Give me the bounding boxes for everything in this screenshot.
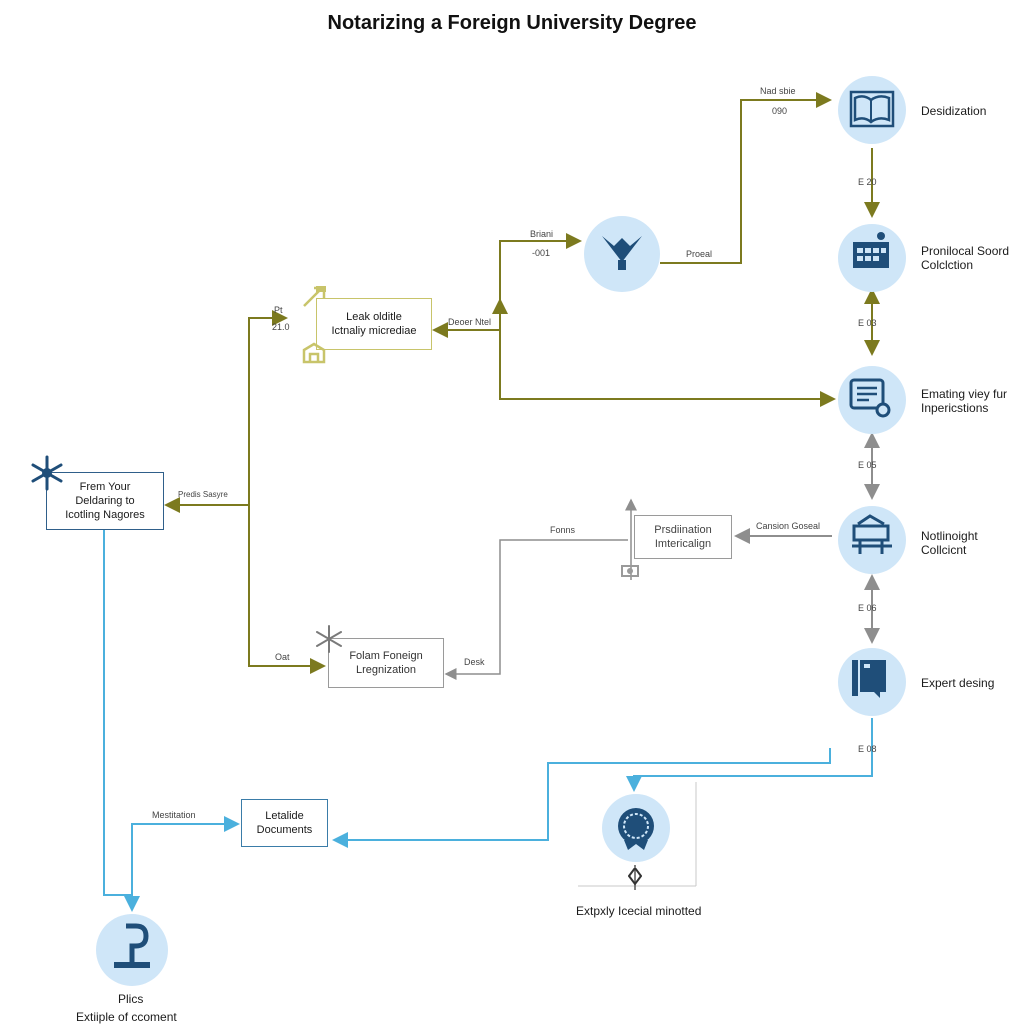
label-pronilocal-soord: Pronilocal Soord Colclction	[921, 244, 1010, 272]
snowflake-icon	[31, 455, 63, 491]
box-letalide: Letalide Documents	[241, 799, 328, 847]
diagram-title: Notarizing a Foreign University Degree	[327, 12, 697, 34]
box-leak: Leak olditle Ictnaliy micrediae	[316, 298, 432, 350]
edge-label-pt: Pt	[274, 305, 283, 315]
building-icon	[302, 342, 326, 364]
edge-label-proeal: Proeal	[686, 249, 713, 259]
calendar-icon	[853, 232, 889, 268]
edge-label-e03: E 03	[858, 318, 877, 328]
edge-label-090: 090	[772, 106, 788, 116]
label-desidization: Desidization	[921, 104, 987, 118]
edge-label-predis-sasyre: Predis Sasyre	[178, 490, 228, 499]
box-foreign: Folam Foneign Lregnization	[328, 638, 444, 688]
edge-branch-to-emating	[499, 330, 836, 407]
label-emating-viey: Emating viey fur Inpericstions	[921, 387, 1008, 415]
edge-label-nad-sbie: Nad sbie	[760, 86, 796, 96]
edge-trunk-to-leak	[248, 310, 288, 505]
edge-mestitation-to-letalide	[131, 816, 240, 895]
edge-label-briani: Briani	[530, 229, 554, 239]
label-expert-desing: Expert desing	[921, 676, 995, 690]
snowflake-grey-icon	[316, 625, 342, 653]
edge-expert-down-blue	[626, 718, 873, 792]
edge-label-mestitation: Mestitation	[152, 810, 196, 820]
tools-icon	[303, 286, 326, 307]
seal-icon	[618, 808, 654, 850]
flag-panel-icon	[852, 660, 886, 698]
desk-icon	[852, 514, 892, 554]
edge-label-oat: Oat	[275, 652, 290, 662]
edge-trunk-to-foreign	[248, 505, 326, 674]
edge-label-e20: E 20	[858, 177, 877, 187]
edge-label-e08: E 08	[858, 744, 877, 754]
edge-label-001: -001	[532, 248, 551, 258]
document-search-icon	[849, 378, 891, 418]
edge-prst-to-foreign	[444, 539, 628, 680]
edge-label-desk: Desk	[464, 657, 485, 667]
edge-from-to-plics	[103, 530, 140, 912]
edge-label-e06: E 06	[858, 603, 877, 613]
box-prstination: Prsdiination Imtericalign	[634, 515, 732, 559]
edge-label-e05: E 05	[858, 460, 877, 470]
edge-label-deoer-ntel: Deoer Ntel	[448, 317, 492, 327]
node-emating-viey	[838, 366, 906, 434]
edge-expert-to-letalide	[332, 748, 831, 848]
diamond-connector-icon	[628, 868, 642, 886]
edge-proeal-to-desidization	[660, 92, 832, 264]
v-arrow-icon	[602, 236, 642, 270]
column-icon	[114, 923, 150, 968]
box-from-your: Frem Your Deldaring to Icotling Nagores	[46, 472, 164, 530]
label-expdly: Extpxly Icecial minotted	[576, 904, 702, 918]
label-notlinoight: Notlinoight Collcicnt	[921, 529, 978, 557]
edge-label-210: 21.0	[272, 322, 290, 332]
book-icon	[849, 90, 895, 128]
edge-label-cansion-goseal: Cansion Goseal	[756, 521, 821, 531]
label-plics: Plics	[118, 992, 144, 1006]
small-gear-icon	[621, 565, 639, 577]
label-extiiple: Extiiple of ccoment	[76, 1010, 177, 1024]
edge-branch-to-v-node	[499, 233, 582, 305]
edge-label-fonns: Fonns	[550, 525, 576, 535]
